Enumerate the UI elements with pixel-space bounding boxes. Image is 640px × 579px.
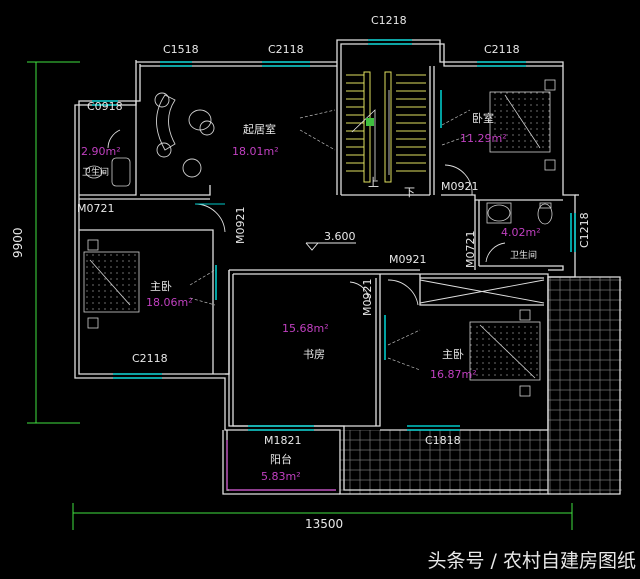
door-label: M0721	[464, 231, 477, 269]
dimension-width: 13500	[305, 517, 343, 531]
room-area: 18.06m²	[146, 296, 193, 309]
window-label: C2118	[268, 43, 304, 56]
door-swings	[107, 129, 506, 306]
window-label: C2118	[484, 43, 520, 56]
bath-fixtures	[85, 157, 553, 225]
room-area: 18.01m²	[232, 145, 279, 158]
room-name: 主卧	[150, 280, 172, 293]
window-label: C0918	[87, 100, 123, 113]
level-label: 3.600	[324, 230, 356, 243]
door-label: M0921	[234, 207, 247, 245]
room-name: 阳台	[270, 452, 292, 466]
windows	[92, 39, 576, 431]
room-area: 16.87m²	[430, 368, 477, 381]
bed-west	[83, 239, 140, 329]
bed-east	[469, 309, 541, 397]
window-label: C1218	[578, 212, 591, 248]
room-area: 11.29m²	[460, 132, 507, 145]
dimension-height: 9900	[11, 227, 25, 258]
stair-down-label: 下	[404, 186, 415, 199]
stair-arrows	[351, 90, 390, 180]
closet	[419, 279, 545, 304]
dimension-lines	[27, 61, 573, 530]
leader-lines	[189, 109, 471, 371]
window-label: C1818	[425, 434, 461, 447]
terrace-tiles	[340, 277, 622, 494]
room-area: 2.90m²	[81, 145, 121, 158]
door-label: M0721	[77, 202, 115, 215]
door-label: M1821	[264, 434, 302, 447]
room-name: 卫生间	[82, 166, 109, 178]
bed-ne	[489, 79, 556, 171]
room-name: 起居室	[243, 122, 276, 136]
room-name: 主卧	[442, 348, 464, 361]
room-name: 书房	[303, 348, 325, 361]
room-name: 卫生间	[510, 249, 537, 261]
room-area: 4.02m²	[501, 226, 541, 239]
room-area: 5.83m²	[261, 470, 301, 483]
sofa-set	[154, 92, 215, 178]
watermark: 头条号 / 农村自建房图纸	[427, 550, 636, 572]
staircase	[346, 71, 426, 183]
door-label: M0921	[441, 180, 479, 193]
window-label: C2118	[132, 352, 168, 365]
room-name: 卧室	[472, 111, 494, 125]
balcony-rails	[226, 440, 336, 491]
level-marker	[305, 242, 356, 251]
room-area: 15.68m²	[282, 322, 329, 335]
door-label: M0921	[389, 253, 427, 266]
window-label: C1518	[163, 43, 199, 56]
door-label: M0921	[361, 279, 374, 317]
window-label: C1218	[371, 14, 407, 27]
stair-up-label: 上	[368, 176, 379, 189]
